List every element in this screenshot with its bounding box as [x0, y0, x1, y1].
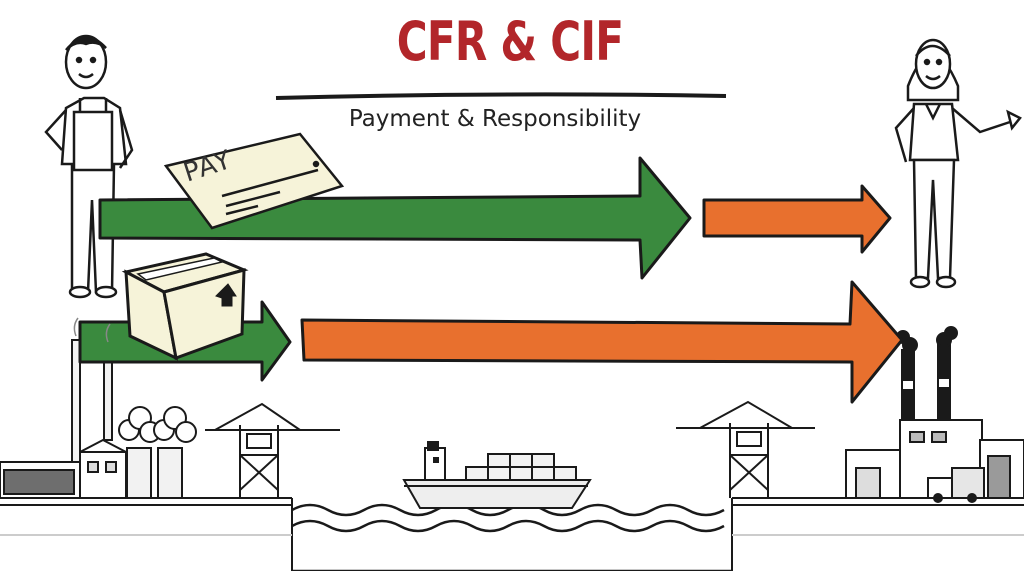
cheque-icon	[163, 132, 345, 230]
cargo-ship-icon	[402, 441, 592, 509]
right-port-crane-icon	[676, 400, 815, 498]
sea	[291, 503, 732, 571]
page-subtitle: Payment & Responsibility	[348, 106, 642, 132]
left-factory-icon	[0, 339, 197, 499]
left-port-ground	[0, 497, 293, 571]
page-title: CFR & CIF	[396, 10, 624, 73]
risk-transfer-arrow	[300, 280, 904, 404]
buyer-responsibility-arrow	[702, 184, 892, 254]
cargo-box-icon	[121, 252, 249, 361]
buyer-figure	[894, 38, 1022, 289]
left-port-crane-icon	[205, 402, 340, 498]
payment-arrow	[98, 156, 692, 280]
right-factory-icon	[845, 326, 1024, 503]
left-smoke-icon	[73, 317, 111, 343]
right-port-ground	[731, 497, 1024, 571]
title-underline	[275, 92, 727, 100]
seller-figure	[44, 34, 134, 299]
